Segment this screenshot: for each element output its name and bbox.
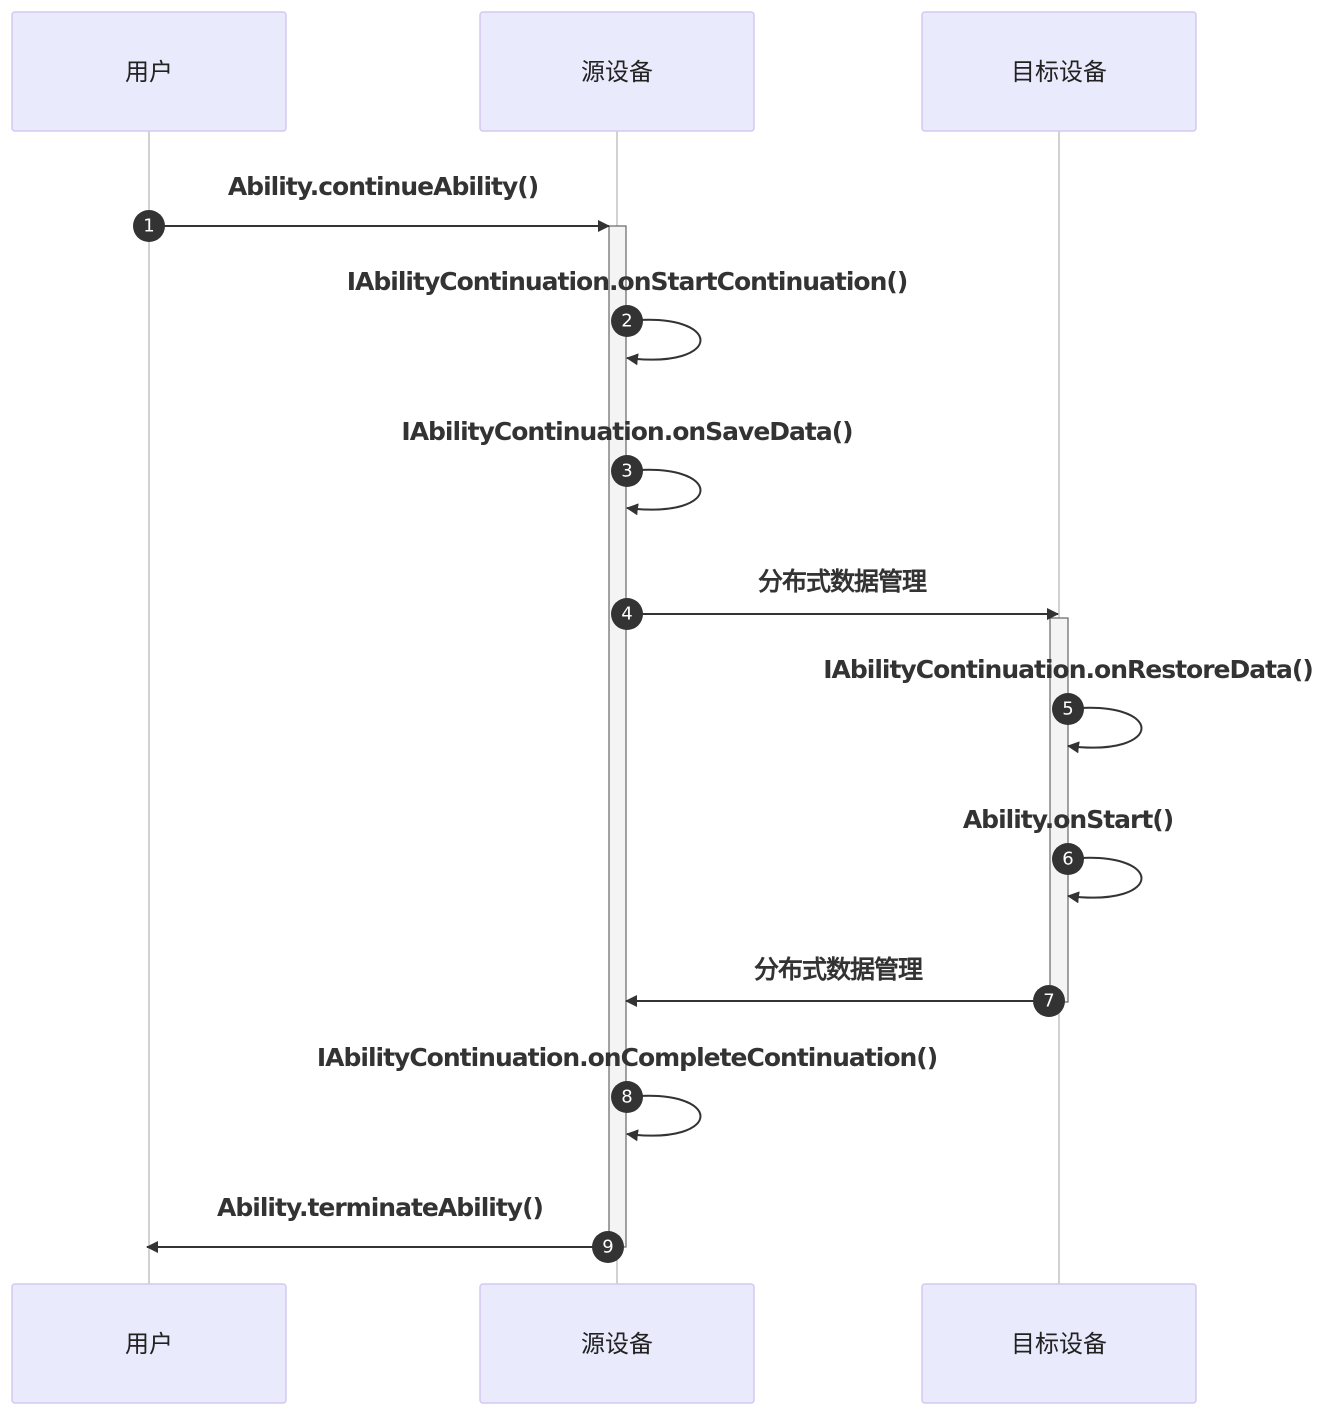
message-arrow <box>1067 706 1143 754</box>
message-arrow <box>1067 856 1143 904</box>
message-9: Ability.terminateAbility() 9 <box>146 1193 624 1263</box>
message-label: IAbilityContinuation.onRestoreData() <box>823 655 1313 684</box>
actor-label: 目标设备 <box>1011 58 1107 86</box>
message-4: 分布式数据管理 4 <box>611 567 1059 630</box>
actor-label: 用户 <box>125 1330 173 1358</box>
message-label: 分布式数据管理 <box>754 955 923 984</box>
message-1: Ability.continueAbility() 1 <box>133 172 610 242</box>
message-label: Ability.continueAbility() <box>228 172 538 201</box>
actor-label: 源设备 <box>581 1330 653 1358</box>
actor-label: 用户 <box>125 58 173 86</box>
message-2: IAbilityContinuation.onStartContinuation… <box>347 267 908 366</box>
message-8: IAbilityContinuation.onCompleteContinuat… <box>317 1043 938 1142</box>
message-label: Ability.terminateAbility() <box>217 1193 543 1222</box>
sequence-number: 6 <box>1062 849 1073 870</box>
actor-bottom-target: 目标设备 <box>921 1283 1197 1404</box>
sequence-number: 9 <box>602 1237 613 1258</box>
message-label: 分布式数据管理 <box>758 567 927 596</box>
sequence-number: 2 <box>621 311 632 332</box>
actor-label: 目标设备 <box>1011 1330 1107 1358</box>
message-label: IAbilityContinuation.onStartContinuation… <box>347 267 908 296</box>
sequence-number-badge <box>1052 843 1084 875</box>
sequence-number: 8 <box>621 1087 632 1108</box>
message-arrow <box>626 318 702 366</box>
actor-bottom-user: 用户 <box>11 1283 287 1404</box>
message-label: Ability.onStart() <box>963 805 1173 834</box>
actor-top-user: 用户 <box>11 11 287 132</box>
sequence-number-badge <box>611 1081 643 1113</box>
message-arrow <box>626 468 702 516</box>
sequence-number-badge <box>133 210 165 242</box>
message-5: IAbilityContinuation.onRestoreData() 5 <box>823 655 1314 754</box>
actor-label: 源设备 <box>581 58 653 86</box>
sequence-number: 5 <box>1062 699 1073 720</box>
message-6: Ability.onStart() 6 <box>963 805 1174 904</box>
actor-bottom-source: 源设备 <box>479 1283 755 1404</box>
sequence-number-badge <box>611 305 643 337</box>
sequence-number: 1 <box>143 216 154 237</box>
sequence-number-badge <box>592 1231 624 1263</box>
actor-top-source: 源设备 <box>479 11 755 132</box>
sequence-number: 7 <box>1043 991 1054 1012</box>
actor-top-target: 目标设备 <box>921 11 1197 132</box>
sequence-number-badge <box>1033 985 1065 1017</box>
sequence-number-badge <box>611 598 643 630</box>
message-label: IAbilityContinuation.onCompleteContinuat… <box>317 1043 937 1072</box>
sequence-number-badge <box>1052 693 1084 725</box>
sequence-number: 4 <box>621 604 632 625</box>
message-3: IAbilityContinuation.onSaveData() 3 <box>401 417 854 516</box>
message-7: 分布式数据管理 7 <box>625 955 1065 1017</box>
message-arrow <box>626 1094 702 1142</box>
sequence-number: 3 <box>621 461 632 482</box>
sequence-number-badge <box>611 455 643 487</box>
message-label: IAbilityContinuation.onSaveData() <box>401 417 852 446</box>
